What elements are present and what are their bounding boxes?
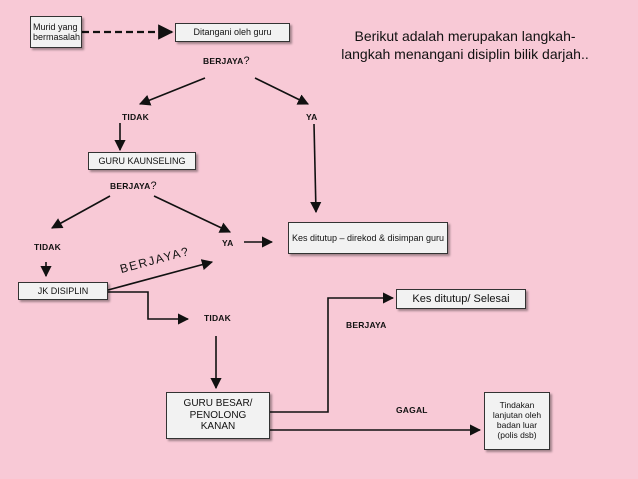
box-murid-bermasalah-text: Murid yang bermasalah [33, 21, 81, 42]
box-ditangani-oleh-guru-text: Ditangani oleh guru [193, 27, 272, 38]
label-tidak-2: TIDAK [34, 242, 61, 252]
label-berjaya-2: BERJAYA? [110, 180, 157, 192]
arrow-jk-berjaya [107, 259, 214, 291]
box-kes-ditutup-selesai-text: Kes ditutup/ Selesai [412, 292, 510, 305]
label-berjaya-2-text: BERJAYA [110, 181, 151, 191]
label-tidak-3: TIDAK [204, 313, 231, 323]
label-berjaya-1-text: BERJAYA [203, 56, 244, 66]
intro-text: Berikut adalah merupakan langkah-langkah… [341, 28, 589, 62]
box-guru-besar-text: GURU BESAR/ PENOLONG KANAN [183, 398, 253, 433]
box-murid-bermasalah: Murid yang bermasalah [30, 16, 82, 48]
box-tindakan-lanjutan-text: Tindakan lanjutan oleh badan luar (polis… [492, 400, 542, 440]
arrow-berjaya2-to-tidak [51, 195, 111, 229]
label-ya-2: YA [222, 238, 234, 248]
label-berjaya-4: BERJAYA [346, 320, 387, 330]
label-berjaya-2-q: ? [150, 180, 157, 192]
box-kes-ditutup-direkod: Kes ditutup – direkod & disimpan guru [288, 222, 448, 254]
box-tindakan-lanjutan: Tindakan lanjutan oleh badan luar (polis… [484, 392, 550, 450]
box-guru-kaunseling: GURU KAUNSELING [88, 152, 196, 170]
arrow-guru-besar-to-selesai [270, 292, 395, 413]
arrow-ya1-to-kes-ditutup [310, 123, 322, 214]
box-jk-disiplin: JK DISIPLIN [18, 282, 108, 300]
label-ya-1: YA [306, 112, 318, 122]
arrow-berjaya2-to-ya [153, 195, 232, 233]
box-kes-ditutup-selesai: Kes ditutup/ Selesai [396, 289, 526, 309]
box-ditangani-oleh-guru: Ditangani oleh guru [175, 23, 290, 42]
arrow-jk-to-tidak [108, 291, 190, 325]
label-tidak-1: TIDAK [122, 112, 149, 122]
box-kes-ditutup-direkod-text: Kes ditutup – direkod & disimpan guru [291, 232, 445, 243]
box-guru-kaunseling-text: GURU KAUNSELING [98, 155, 186, 166]
box-jk-disiplin-text: JK DISIPLIN [37, 285, 89, 296]
label-berjaya-1-q: ? [243, 55, 250, 67]
box-guru-besar: GURU BESAR/ PENOLONG KANAN [166, 392, 270, 439]
label-berjaya-1: BERJAYA? [203, 55, 250, 67]
arrow-berjaya1-to-tidak [138, 77, 206, 106]
arrow-berjaya1-to-ya [254, 77, 310, 105]
label-gagal: GAGAL [396, 405, 428, 415]
